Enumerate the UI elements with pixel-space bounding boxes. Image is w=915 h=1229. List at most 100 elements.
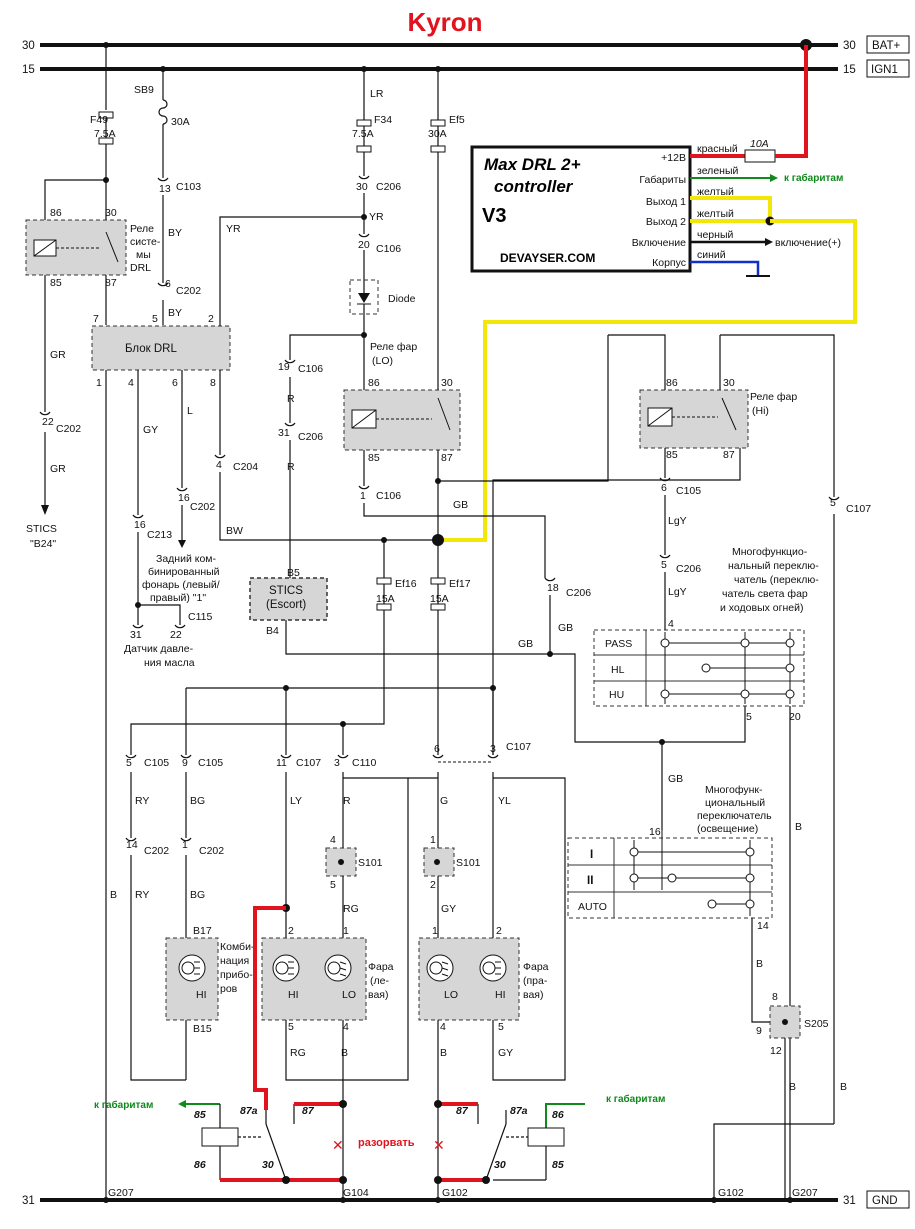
svg-text:C106: C106 [376,490,401,502]
svg-text:нация: нация [220,955,249,967]
svg-text:6: 6 [661,482,667,494]
svg-text:18: 18 [547,582,559,594]
svg-text:2: 2 [288,925,294,937]
svg-text:C202: C202 [199,845,224,857]
svg-text:GR: GR [50,349,66,361]
controller-to-gabarity: к габаритам [784,172,843,184]
controller-name: Max DRL 2+ [484,155,581,174]
svg-text:Корпус: Корпус [652,257,686,269]
svg-text:2: 2 [430,879,436,891]
svg-text:SB9: SB9 [134,84,154,96]
svg-text:BY: BY [168,227,182,239]
svg-text:1: 1 [343,925,349,937]
svg-text:BG: BG [190,795,205,807]
svg-text:9: 9 [756,1025,762,1037]
svg-text:Многофунк-: Многофунк- [705,784,763,796]
svg-text:YR: YR [369,211,384,223]
svg-text:86: 86 [50,207,62,219]
svg-text:16: 16 [178,492,190,504]
svg-text:S101: S101 [456,857,481,869]
svg-text:3: 3 [334,757,340,769]
svg-text:C213: C213 [147,529,172,541]
controller-to-enable: включение(+) [775,237,841,249]
right-to-gabarity: к габаритам [606,1093,665,1105]
svg-text:15A: 15A [376,593,395,605]
add-relay-right: к габаритам 86 85 87a 87 30 ✕ [433,1093,665,1184]
diagram-title: Kyron [407,7,482,37]
svg-text:✕: ✕ [332,1137,344,1153]
svg-text:7: 7 [93,313,99,325]
svg-text:(Hi): (Hi) [752,405,769,417]
svg-text:1: 1 [360,490,366,502]
svg-text:30: 30 [22,40,35,52]
svg-text:GB: GB [558,622,573,634]
svg-text:30: 30 [843,40,856,52]
svg-text:AUTO: AUTO [578,901,607,913]
svg-text:нальный переклю-: нальный переклю- [728,560,819,572]
svg-text:B4: B4 [266,625,279,637]
svg-text:3: 3 [490,743,496,755]
svg-text:2: 2 [496,925,502,937]
svg-text:15: 15 [22,64,35,76]
svg-text:BY: BY [168,307,182,319]
svg-text:31: 31 [843,1195,856,1207]
rail-tag-ign: IGN1 [871,64,898,76]
svg-text:Габариты: Габариты [639,174,686,186]
svg-text:5: 5 [288,1021,294,1033]
svg-text:LR: LR [370,88,384,100]
svg-text:1: 1 [430,834,436,846]
drl-controller: Max DRL 2+ controller V3 DEVAYSER.COM +1… [470,45,843,277]
svg-text:C105: C105 [198,757,223,769]
svg-text:F49: F49 [90,114,108,126]
svg-text:желтый: желтый [697,208,734,220]
svg-text:85: 85 [666,449,678,461]
svg-text:C106: C106 [376,243,401,255]
left-section: F49 7.5A 86 30 85 87 Реле систе- мы DRL … [25,42,161,550]
svg-text:4: 4 [343,1021,349,1033]
svg-text:✕: ✕ [433,1137,445,1153]
svg-text:фонарь (левый/: фонарь (левый/ [142,579,220,591]
svg-text:C105: C105 [676,485,701,497]
svg-text:GR: GR [50,463,66,475]
svg-text:Включение: Включение [632,237,686,249]
svg-text:BW: BW [226,525,243,537]
svg-text:вая): вая) [523,989,543,1001]
svg-text:5: 5 [830,497,836,509]
svg-text:16: 16 [649,826,661,838]
svg-text:C202: C202 [176,285,201,297]
svg-text:циональный: циональный [705,797,765,809]
controller-site: DEVAYSER.COM [500,251,595,265]
relay-hi: 86 30 85 87 Реле фар (Hi) 6 C105 LgY 5 C… [492,334,871,1203]
svg-text:R: R [343,795,351,807]
svg-text:G207: G207 [108,1187,134,1199]
headlamp-right: 1 2 4 5 LO HI Фара (пра- вая) [418,925,549,1033]
svg-text:12: 12 [770,1045,782,1057]
stics-escort-branch: 19 C106 R 31 C206 R B5 STICS (Escort) B4… [249,332,746,743]
svg-text:B: B [110,889,117,901]
svg-text:5: 5 [126,757,132,769]
svg-text:5: 5 [152,313,158,325]
svg-text:вая): вая) [368,989,388,1001]
svg-text:YL: YL [498,795,511,807]
svg-text:30A: 30A [171,116,190,128]
svg-text:Многофункцио-: Многофункцио- [732,546,808,558]
svg-text:30: 30 [262,1159,274,1171]
svg-text:GB: GB [453,499,468,511]
svg-text:19: 19 [278,361,290,373]
svg-text:86: 86 [368,377,380,389]
multifunction-switch-2: Многофунк- циональный переключатель (осв… [567,784,829,1200]
svg-text:20: 20 [358,239,370,251]
controller-version: V3 [482,205,506,227]
svg-text:I: I [590,849,593,861]
svg-text:F34: F34 [374,114,392,126]
svg-text:8: 8 [772,991,778,1003]
svg-text:20: 20 [789,711,801,723]
svg-text:YR: YR [226,223,241,235]
svg-text:чатель (переклю-: чатель (переклю- [734,574,819,586]
svg-text:C202: C202 [190,501,215,513]
svg-text:86: 86 [552,1109,564,1121]
controller-fuse: 10A [750,138,769,150]
svg-text:Ef5: Ef5 [449,114,465,126]
svg-text:DRL: DRL [130,262,151,274]
svg-text:и ходовых огней): и ходовых огней) [720,602,803,614]
